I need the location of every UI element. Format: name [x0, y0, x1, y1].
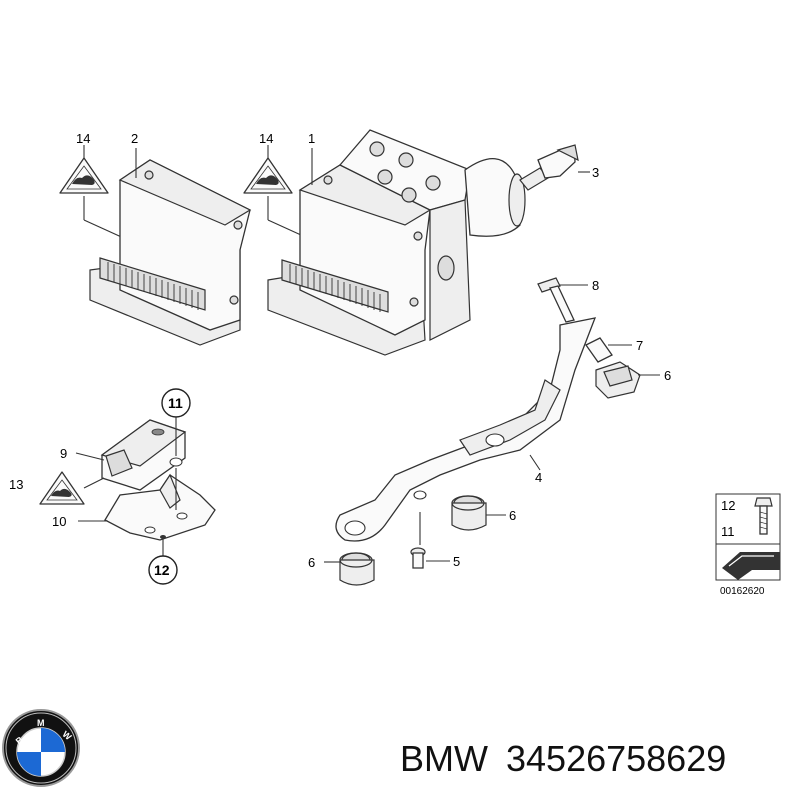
callout-14-right: 14	[259, 131, 273, 146]
warning-triangle-icon	[39, 471, 85, 505]
callout-11: 11	[168, 395, 183, 411]
callout-6-lower: 6	[308, 555, 315, 570]
bracket-4	[335, 317, 597, 542]
callout-1: 1	[308, 131, 315, 146]
reference-number: 00162620	[720, 586, 765, 597]
svg-text:M: M	[37, 718, 45, 728]
leader-line	[529, 454, 541, 471]
sensor-bracket-10	[104, 457, 216, 541]
bolt-8	[537, 277, 575, 323]
callout-13: 13	[9, 477, 23, 492]
bmw-logo: B M W	[2, 709, 80, 787]
rubber-mount-6	[451, 495, 487, 531]
pressure-sensor-3	[519, 144, 579, 191]
bolt-icon	[754, 497, 773, 535]
footer-caption: BMW 34526758629	[400, 738, 800, 780]
callout-9: 9	[60, 446, 67, 461]
abs-unit-1	[267, 129, 526, 356]
screw-5	[410, 547, 426, 569]
screw-icon	[160, 535, 166, 539]
callout-6-middle: 6	[509, 508, 516, 523]
arrow-icon	[722, 552, 780, 580]
callout-circle	[148, 555, 178, 585]
callout-12: 12	[154, 562, 170, 578]
grommet-7	[585, 337, 613, 363]
warning-triangle-icon	[59, 157, 109, 194]
callout-10: 10	[52, 514, 66, 529]
callout-8: 8	[592, 278, 599, 293]
yaw-rate-sensor-9	[100, 419, 187, 491]
callout-5: 5	[453, 554, 460, 569]
footer-part-number: 34526758629	[506, 738, 727, 779]
legend-11: 11	[721, 524, 735, 539]
legend-12: 12	[721, 498, 735, 513]
callout-4: 4	[535, 470, 542, 485]
warning-triangle-icon	[243, 157, 293, 194]
callout-3: 3	[592, 165, 599, 180]
footer-brand: BMW	[400, 738, 488, 779]
callout-6-upper: 6	[664, 368, 671, 383]
svg-text:B: B	[14, 734, 26, 746]
leader-line	[83, 477, 105, 489]
rubber-mount-6	[339, 552, 375, 586]
rubber-mount-6	[595, 361, 641, 399]
legend-box: 12 11	[715, 493, 781, 581]
callout-14-left: 14	[76, 131, 90, 146]
control-unit-2	[89, 159, 252, 346]
callout-2: 2	[131, 131, 138, 146]
callout-7: 7	[636, 338, 643, 353]
leader-line	[75, 452, 105, 461]
